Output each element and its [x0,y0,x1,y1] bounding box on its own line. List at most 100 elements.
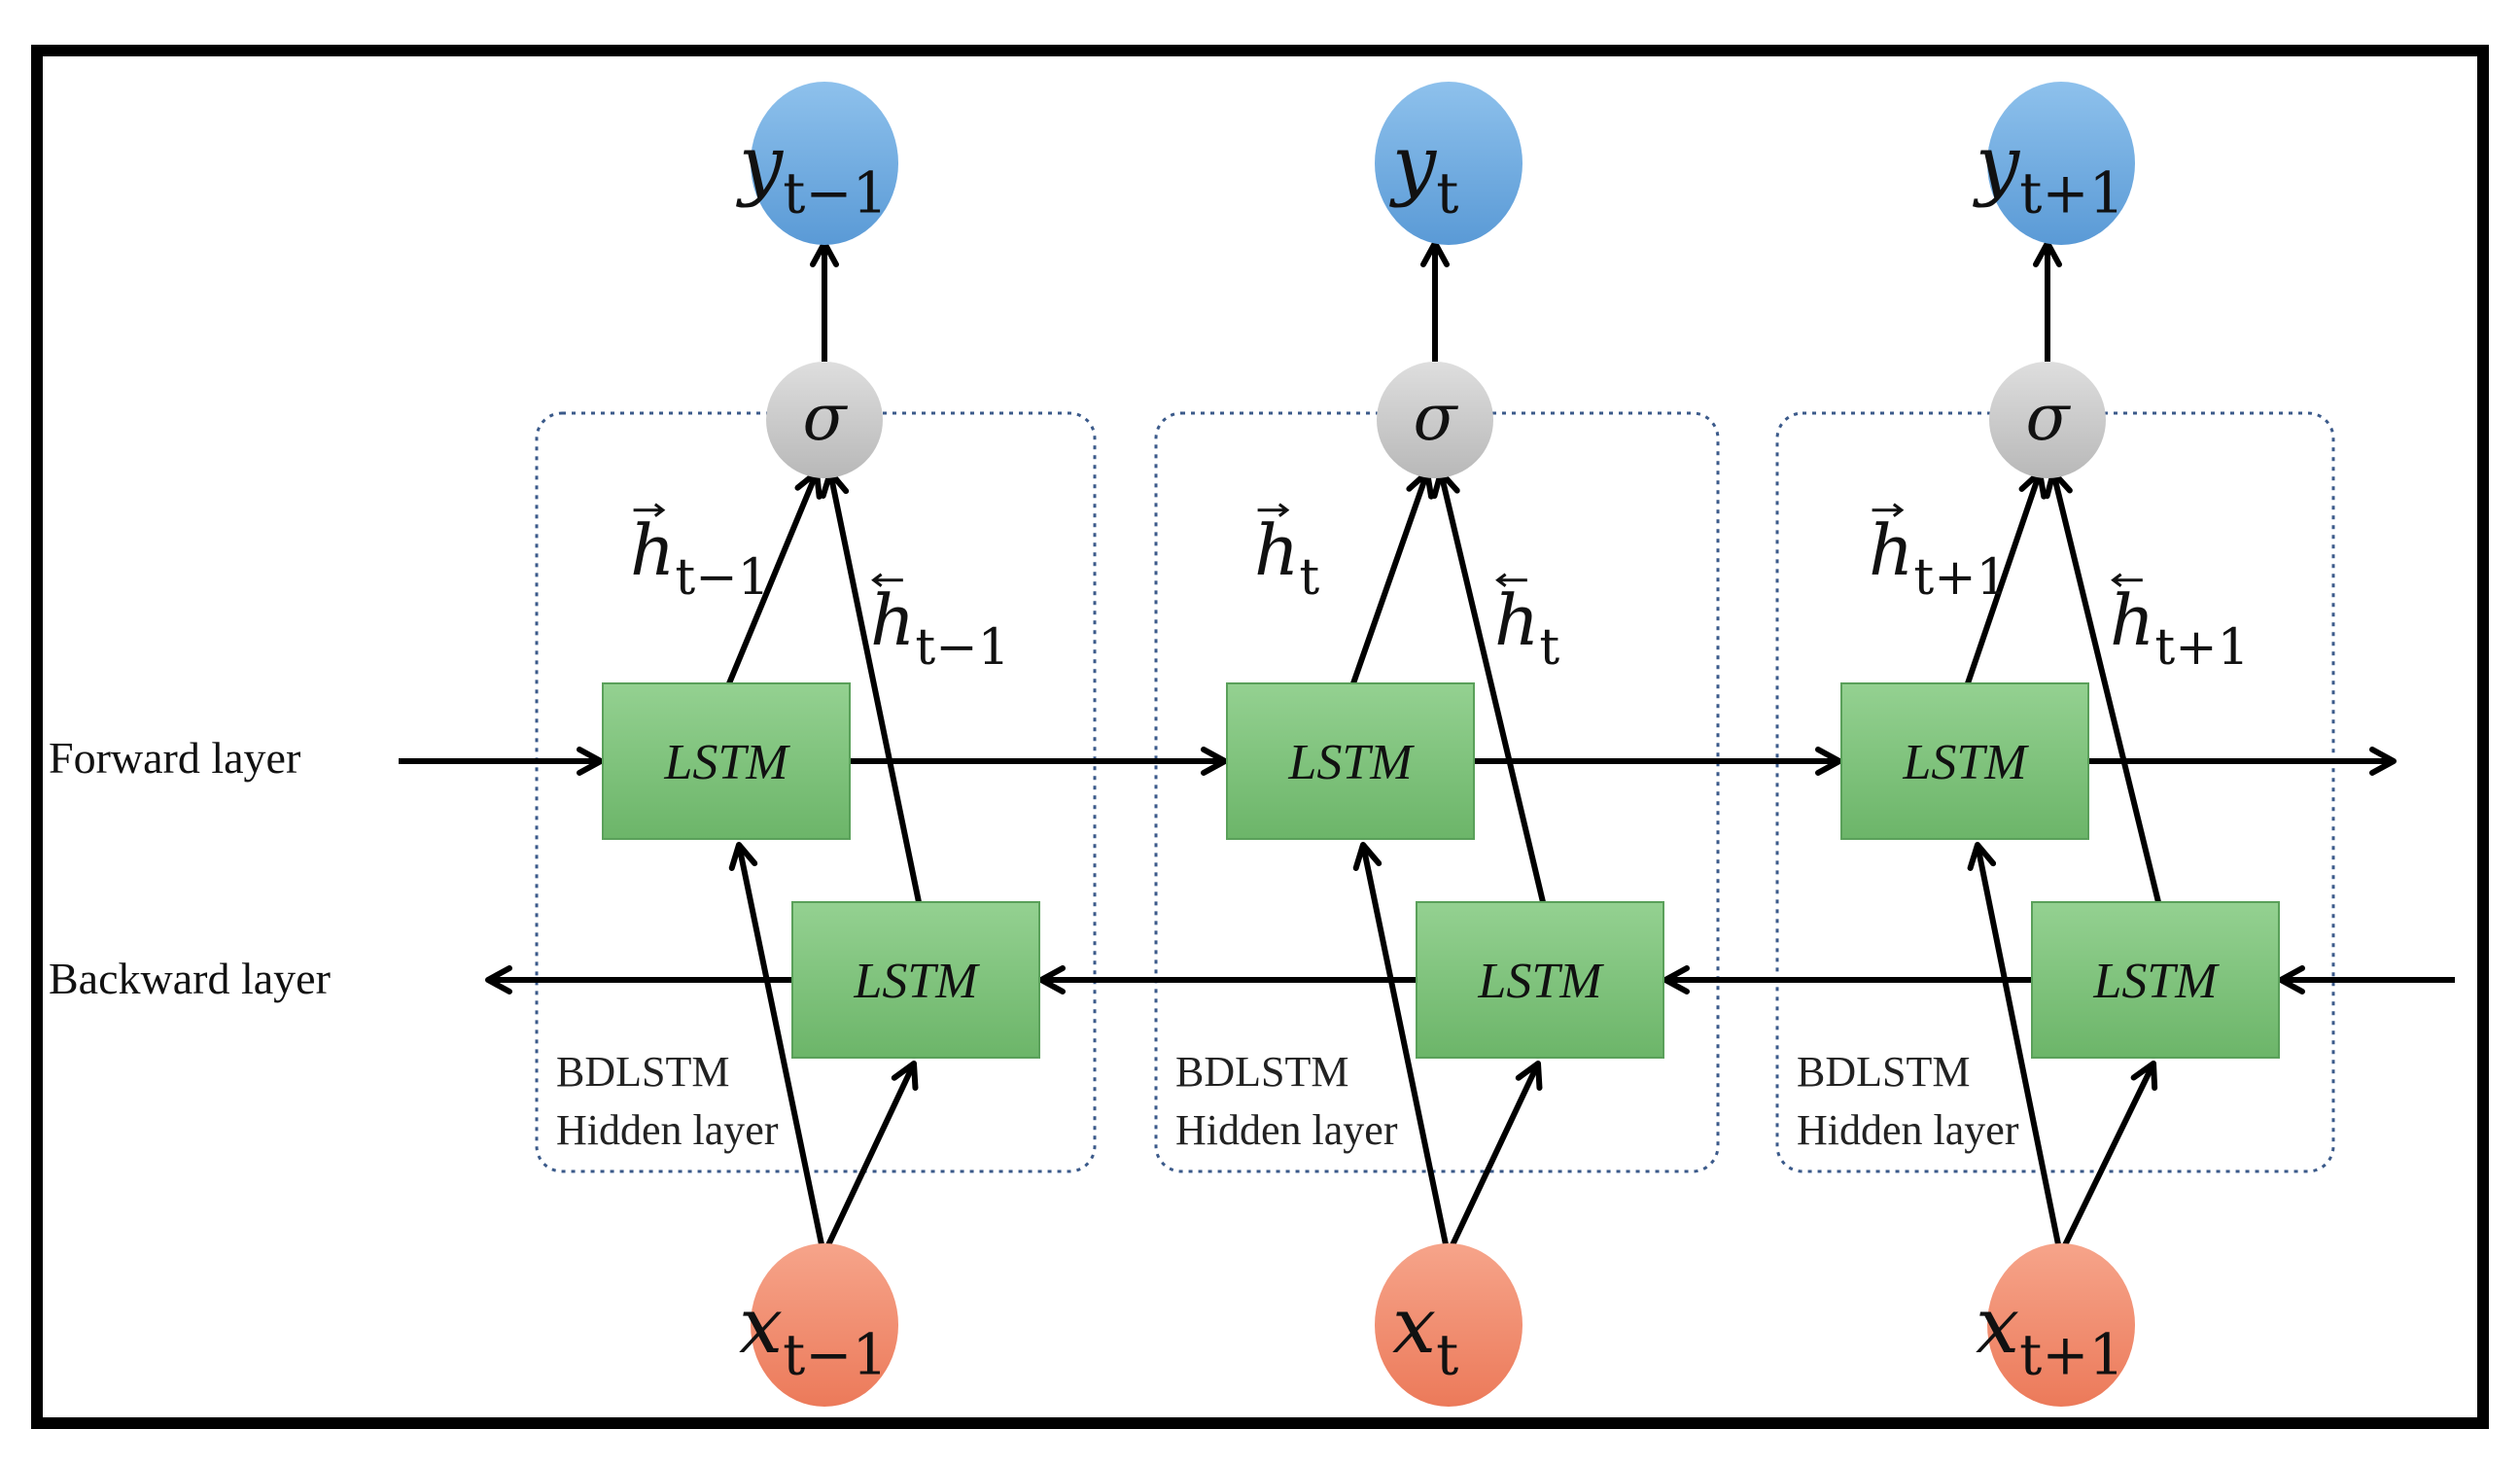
forward-vector-icon [1257,503,1290,517]
output-label-base: y [736,119,785,209]
output-label-subscript: t [1436,160,1458,226]
output-label-subscript: t−1 [783,160,888,226]
backward-hidden-state-label-subscript: t+1 [2154,618,2249,677]
input-node [1375,1243,1522,1407]
svg-text:ht+1: ht+1 [2110,579,2250,677]
backward-layer-label: Backward layer [49,954,331,1003]
backward-to-sigma-arrow [1431,470,1546,903]
input-label-subscript: t+1 [2019,1322,2124,1387]
hidden-layer-label-line2: Hidden layer [556,1106,779,1154]
svg-text:yt+1: yt+1 [1973,119,2124,226]
forward-layer-label: Forward layer [49,733,300,783]
svg-text:ht: ht [1494,579,1559,677]
forward-lstm-cell [1840,682,2089,840]
backward-lstm-label: LSTM [2092,954,2220,1009]
input-label-subscript: t−1 [783,1322,888,1387]
svg-text:xt: xt [1392,1280,1458,1387]
hidden-layer-label: BDLSTM Hidden layer [1175,1048,1398,1154]
input-to-backward-arrow [1448,1061,1543,1251]
input-to-backward-arrow [2060,1061,2158,1251]
input-to-backward-arrow [823,1061,919,1251]
forward-hidden-state-label-base: h [1254,509,1299,591]
forward-hidden-state-label: ht−1 [630,503,770,607]
output-label-subscript: t+1 [2019,160,2124,226]
sigma-node [766,362,883,478]
backward-hidden-state-label: ht+1 [2110,573,2250,677]
forward-hidden-state-label-subscript: t+1 [1913,548,2008,607]
hidden-layer-label-line1: BDLSTM [556,1048,729,1096]
backward-lstm-cell [2031,901,2280,1059]
backward-hidden-state-label-subscript: t [1539,618,1559,677]
output-label: yt−1 [736,119,888,226]
forward-lstm-label: LSTM [1287,735,1415,790]
hidden-layer-label: BDLSTM Hidden layer [556,1048,779,1154]
svg-text:xt−1: xt−1 [739,1280,888,1387]
forward-vector-icon [633,503,666,517]
sigma-label: σ [1413,380,1458,455]
sigma-label: σ [802,380,848,455]
output-label-base: y [1389,119,1438,209]
svg-text:ht−1: ht−1 [630,509,770,607]
input-label-base: x [1976,1280,2019,1371]
backward-hidden-state-label-subscript: t−1 [915,618,1009,677]
sigma-label: σ [2025,380,2071,455]
backward-hidden-state-label-base: h [1494,579,1539,661]
backward-hidden-state-label-base: h [870,579,915,661]
backward-vector-icon [2111,573,2143,587]
forward-lstm-cell [602,682,851,840]
output-label-base: y [1973,119,2021,209]
backward-hidden-state-label: ht [1494,573,1559,677]
sigma-node [1989,362,2106,478]
svg-text:yt−1: yt−1 [736,119,888,226]
backward-lstm-cell [1416,901,1664,1059]
output-node [1375,82,1522,245]
backward-lstm-label: LSTM [853,954,980,1009]
hidden-layer-label: BDLSTM Hidden layer [1797,1048,2019,1154]
input-to-forward-arrow [728,842,825,1250]
forward-lstm-cell [1226,682,1475,840]
backward-to-sigma-arrow [820,470,922,903]
input-label: xt−1 [739,1280,888,1387]
backward-vector-icon [1495,573,1527,587]
backward-vector-icon [871,573,903,587]
forward-to-sigma-arrow [1350,470,1435,684]
svg-text:ht+1: ht+1 [1869,509,2009,607]
backward-lstm-cell [791,901,1040,1059]
backward-hidden-state-label: ht−1 [870,573,1010,677]
forward-to-sigma-arrow [1965,470,2048,684]
input-to-forward-arrow [1352,842,1450,1250]
svg-text:yt: yt [1389,119,1458,226]
input-node [1987,1243,2135,1407]
sigma-node [1377,362,1493,478]
input-label-base: x [739,1280,783,1371]
forward-hidden-state-label-subscript: t [1299,548,1319,607]
output-label: yt [1389,119,1458,226]
hidden-layer-label-line1: BDLSTM [1797,1048,1970,1096]
output-node [1987,82,2135,245]
backward-lstm-label: LSTM [1477,954,1604,1009]
forward-lstm-label: LSTM [663,735,790,790]
forward-vector-icon [1872,503,1905,517]
forward-hidden-state-label-base: h [1869,509,1913,591]
forward-to-sigma-arrow [726,470,822,685]
input-label-base: x [1392,1280,1436,1371]
svg-text:xt+1: xt+1 [1976,1280,2124,1387]
input-label: xt [1392,1280,1458,1387]
input-label-subscript: t [1436,1322,1458,1387]
hidden-layer-label-line2: Hidden layer [1797,1106,2019,1154]
hidden-layer-label-line1: BDLSTM [1175,1048,1348,1096]
input-node [751,1243,898,1407]
backward-to-sigma-arrow [2044,470,2161,903]
backward-hidden-state-label-base: h [2110,579,2154,661]
svg-text:ht: ht [1254,509,1319,607]
forward-hidden-state-label: ht+1 [1869,503,2009,607]
hidden-layer-label-line2: Hidden layer [1175,1106,1398,1154]
forward-lstm-label: LSTM [1902,735,2029,790]
input-to-forward-arrow [1967,842,2062,1250]
output-label: yt+1 [1973,119,2124,226]
forward-hidden-state-label-subscript: t−1 [675,548,769,607]
output-node [751,82,898,245]
svg-text:ht−1: ht−1 [870,579,1010,677]
input-label: xt+1 [1976,1280,2124,1387]
